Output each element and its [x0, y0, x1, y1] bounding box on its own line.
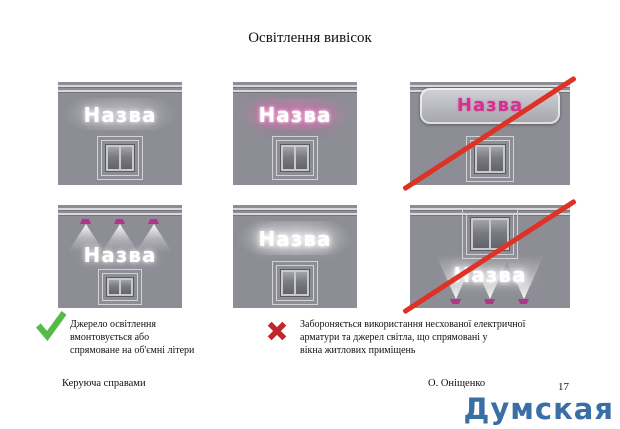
- cornice-molding: [233, 207, 357, 217]
- legend-forbidden-line: Забороняється використання несхованої ел…: [300, 319, 526, 330]
- sign-text: Назва: [258, 103, 332, 127]
- page-number: 17: [558, 381, 569, 393]
- page-title: Освітлення вивісок: [248, 30, 372, 46]
- sign-text: Назва: [258, 227, 332, 251]
- spotlight-fixture: [80, 219, 91, 224]
- facade-panel-3: Назва: [410, 82, 570, 185]
- sign-text: Назва: [456, 95, 524, 116]
- window: [272, 136, 318, 180]
- window-pane: [283, 272, 294, 294]
- window-pane: [477, 147, 489, 171]
- window-frame: [276, 265, 314, 301]
- window-glass: [106, 277, 134, 297]
- window-pane: [491, 220, 507, 248]
- watermark-logo: Думская: [463, 392, 614, 426]
- spotlight-fixture: [148, 219, 159, 224]
- legend-forbidden-line: арматури та джерел світла, що спрямовані…: [300, 332, 488, 343]
- window-pane: [473, 220, 489, 248]
- window: [272, 261, 318, 305]
- window-glass: [474, 144, 506, 174]
- legend-allowed-line: Джерело освітлення: [70, 319, 157, 330]
- window-glass: [280, 144, 310, 172]
- window-glass: [105, 144, 135, 172]
- checkmark-icon: [35, 311, 67, 342]
- spotlight-fixture: [114, 219, 125, 224]
- window-frame: [276, 140, 314, 176]
- cross-icon: [266, 320, 288, 342]
- cornice-molding: [233, 84, 357, 94]
- window-frame: [101, 140, 139, 176]
- window-pane: [108, 147, 119, 169]
- cornice-molding: [58, 84, 182, 94]
- window-pane: [296, 272, 307, 294]
- legend-allowed-line: спрямоване на об'ємні літери: [70, 345, 195, 356]
- legend-forbidden-text: Забороняється використання несхованої ел…: [300, 318, 580, 357]
- signature-name: О. Оніщенко: [428, 378, 486, 389]
- uplight-fixture: [484, 299, 495, 304]
- window-pane: [109, 280, 119, 294]
- legend-allowed-text: Джерело освітлення вмонтовується або спр…: [70, 318, 240, 357]
- uplight-fixture: [518, 299, 529, 304]
- window-pane: [121, 280, 131, 294]
- window-pane: [296, 147, 307, 169]
- window-pane: [283, 147, 294, 169]
- sign-text: Назва: [453, 263, 527, 287]
- sign-lightbox: Назва: [420, 88, 560, 124]
- facade-panel-5: Назва: [233, 205, 357, 308]
- window-frame: [466, 213, 514, 255]
- legend-allowed-line: вмонтовується або: [70, 332, 150, 343]
- window-glass: [280, 269, 310, 297]
- uplight-fixture: [450, 299, 461, 304]
- sign-text: Назва: [83, 243, 157, 267]
- window: [98, 269, 142, 305]
- window: [462, 209, 518, 259]
- cornice-molding: [58, 207, 182, 217]
- legend-forbidden-line: вікна житлових приміщень: [300, 345, 416, 356]
- window-pane: [121, 147, 132, 169]
- sign-text: Назва: [83, 103, 157, 127]
- facade-panel-4: Назва: [58, 205, 182, 308]
- window: [466, 136, 514, 182]
- window-pane: [491, 147, 503, 171]
- facade-panel-2: Назва: [233, 82, 357, 185]
- cornice-molding: [410, 207, 570, 217]
- window-frame: [470, 140, 510, 178]
- window-frame: [102, 273, 138, 301]
- facade-panel-1: Назва: [58, 82, 182, 185]
- window: [97, 136, 143, 180]
- signature-role: Керуюча справами: [62, 378, 146, 389]
